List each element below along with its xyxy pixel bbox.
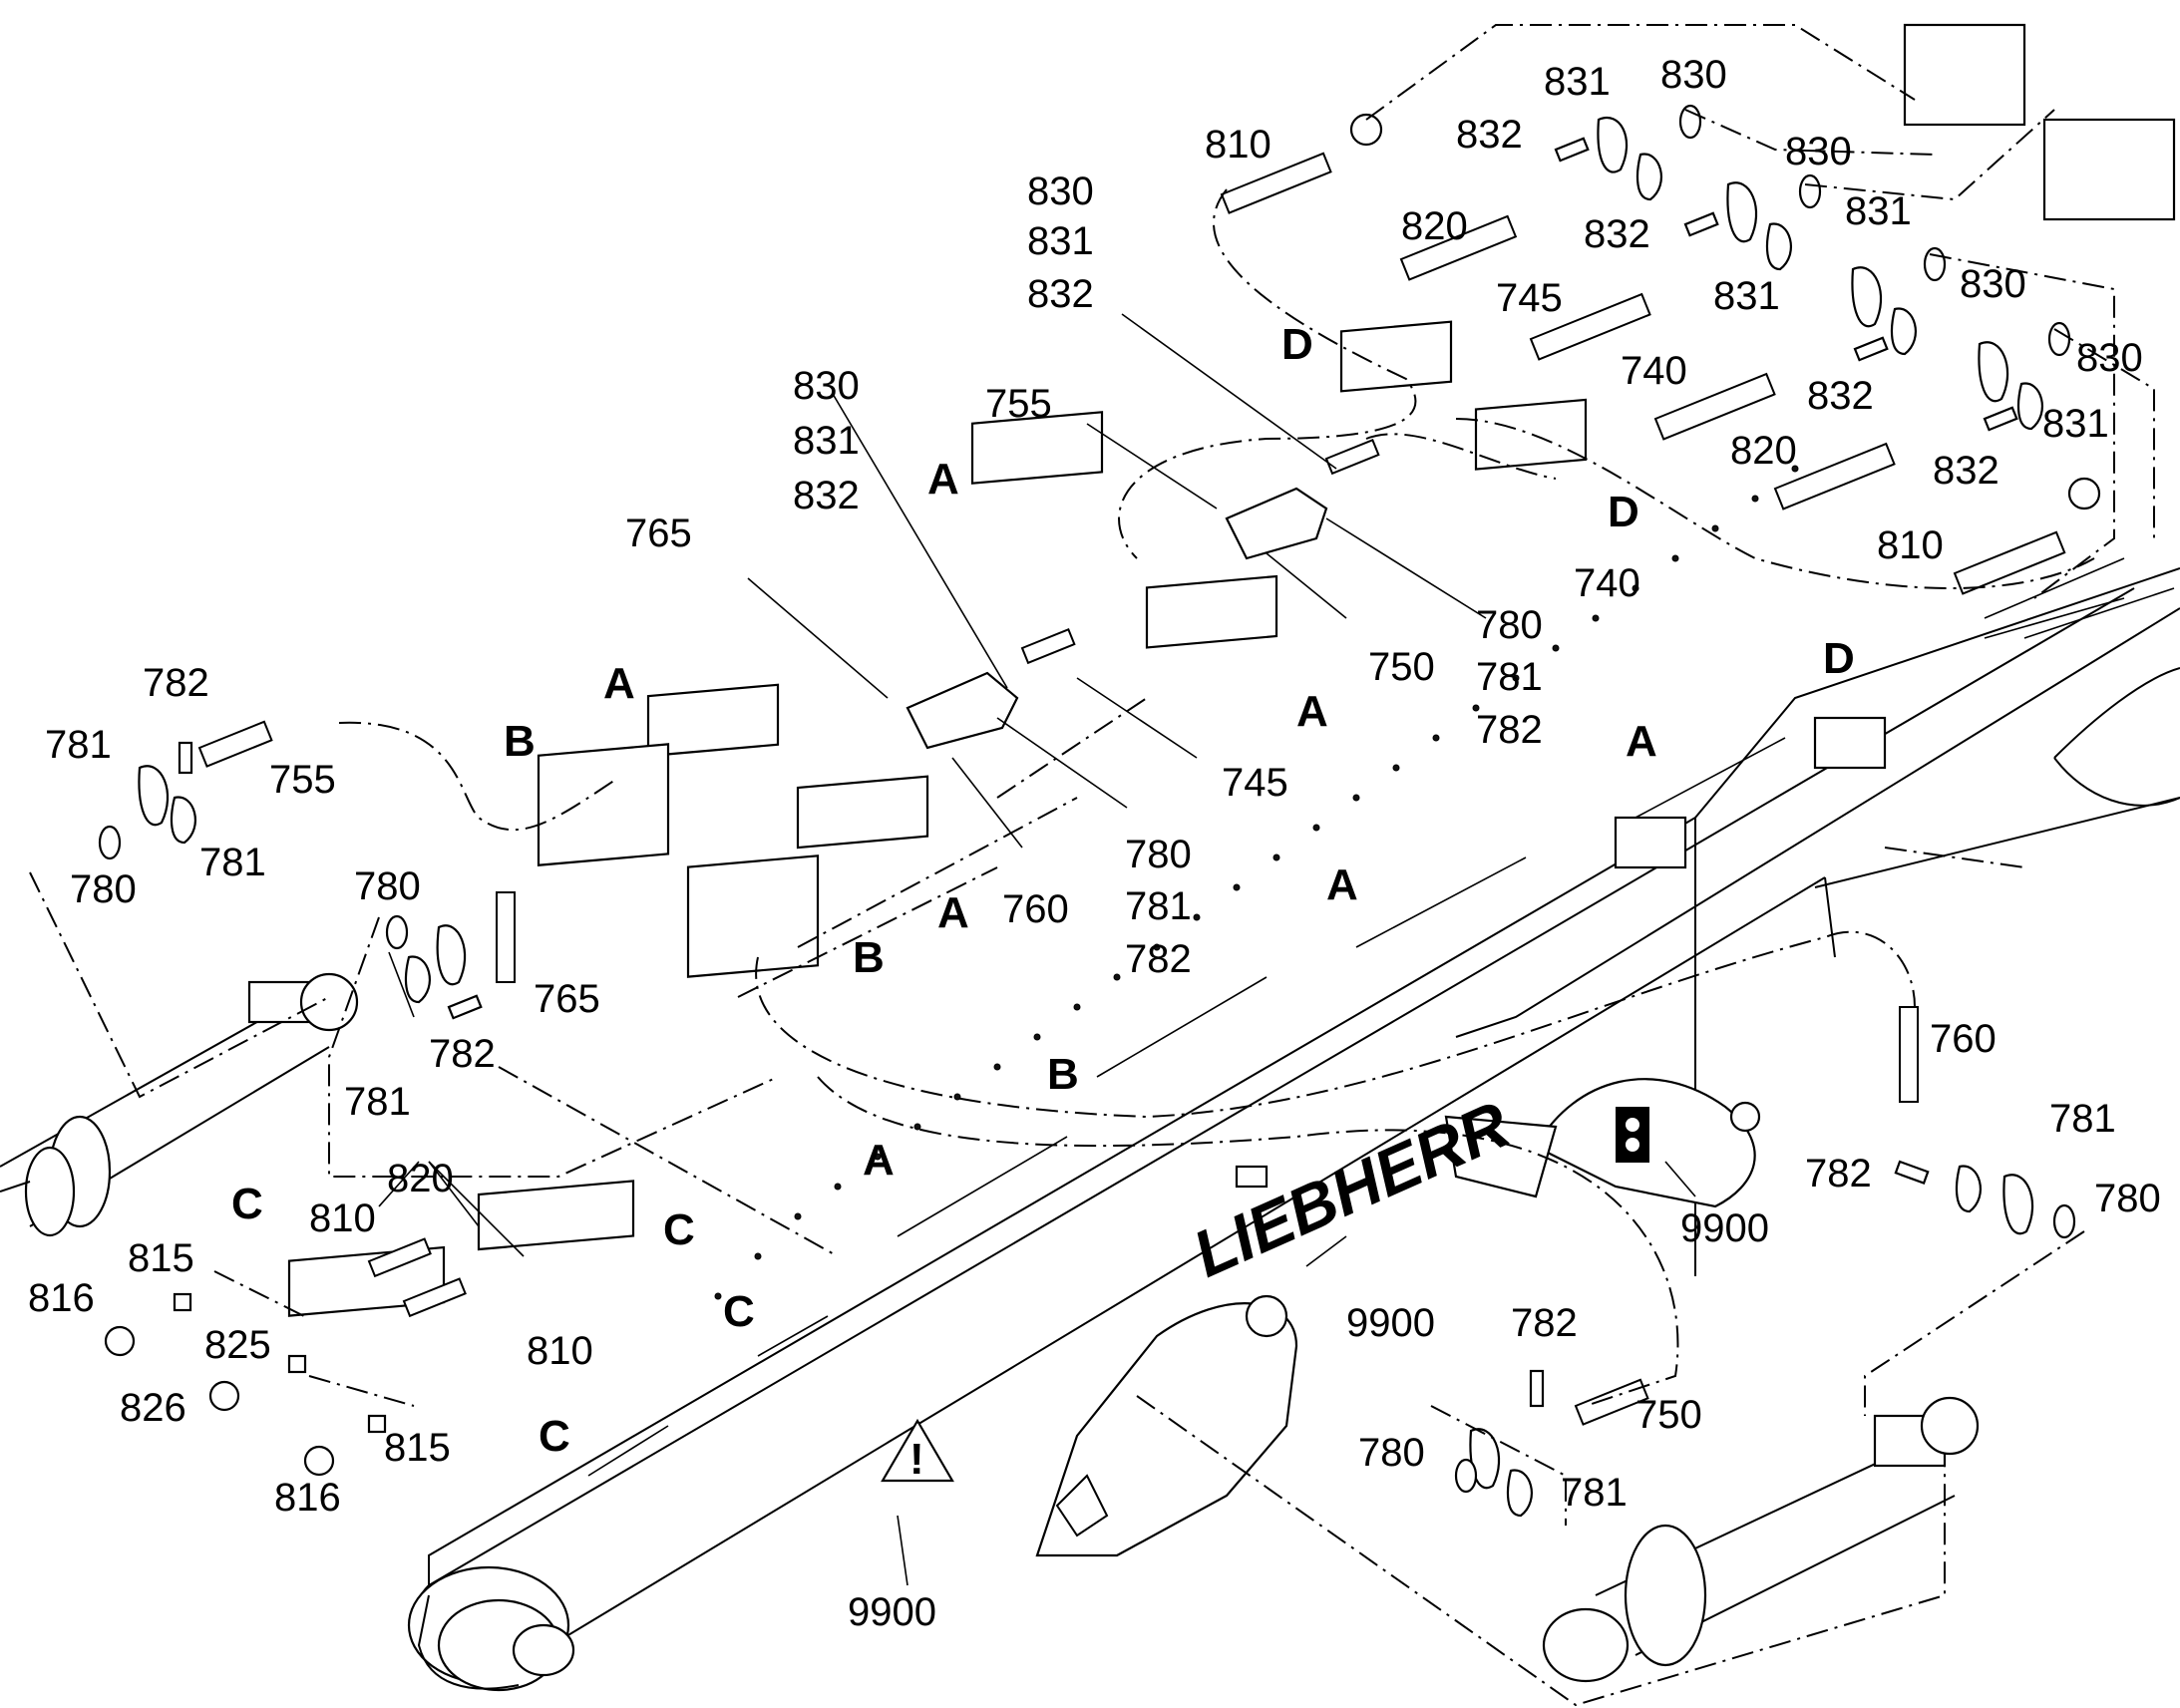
label-782: 782 xyxy=(1476,708,1543,752)
label-9900: 9900 xyxy=(1680,1206,1769,1250)
label-780: 780 xyxy=(354,864,421,908)
label-782: 782 xyxy=(429,1032,496,1076)
label-830: 830 xyxy=(1660,53,1727,97)
section-d: D xyxy=(1281,320,1313,369)
part-labels: 810 831 830 832 830 832 831 831 830 830 … xyxy=(28,53,2161,1634)
label-750: 750 xyxy=(1635,1393,1702,1437)
label-780: 780 xyxy=(2094,1177,2161,1220)
label-830: 830 xyxy=(1960,262,2026,306)
label-781: 781 xyxy=(1476,655,1543,699)
label-831: 831 xyxy=(1027,219,1094,263)
section-a: A xyxy=(603,659,635,708)
label-782: 782 xyxy=(143,661,209,705)
label-831: 831 xyxy=(1544,60,1611,104)
label-740: 740 xyxy=(1574,561,1640,605)
label-755: 755 xyxy=(985,382,1052,426)
hose-parts xyxy=(98,104,2101,1518)
section-a: A xyxy=(1296,687,1328,736)
label-745: 745 xyxy=(1222,761,1288,805)
label-750: 750 xyxy=(1368,645,1435,689)
leader-lines xyxy=(378,313,1696,1586)
label-816: 816 xyxy=(274,1476,341,1520)
label-745: 745 xyxy=(1496,276,1563,320)
label-830: 830 xyxy=(2076,336,2143,380)
label-780: 780 xyxy=(1476,603,1543,647)
assembly-paths xyxy=(29,24,2155,1707)
label-740: 740 xyxy=(1621,349,1687,393)
label-831: 831 xyxy=(1713,274,1780,318)
label-832: 832 xyxy=(1807,374,1874,418)
label-820: 820 xyxy=(1730,429,1797,473)
label-825: 825 xyxy=(204,1323,271,1367)
label-810: 810 xyxy=(309,1196,376,1240)
label-815: 815 xyxy=(384,1426,451,1470)
label-780: 780 xyxy=(70,867,137,911)
label-830: 830 xyxy=(1785,130,1852,173)
left-cylinder xyxy=(0,972,359,1237)
section-d: D xyxy=(1823,634,1855,683)
label-831: 831 xyxy=(793,419,860,463)
label-9900: 9900 xyxy=(1346,1301,1435,1345)
section-a: A xyxy=(863,1136,895,1185)
section-d: D xyxy=(1608,488,1639,536)
section-a: A xyxy=(937,888,969,937)
label-781: 781 xyxy=(199,841,266,884)
label-765: 765 xyxy=(625,512,692,555)
label-831: 831 xyxy=(2042,402,2109,446)
label-820: 820 xyxy=(387,1157,454,1200)
label-780: 780 xyxy=(1358,1431,1425,1475)
label-781: 781 xyxy=(1561,1471,1628,1515)
section-a: A xyxy=(1326,860,1358,909)
label-832: 832 xyxy=(1456,113,1523,157)
label-780: 780 xyxy=(1125,833,1192,876)
section-c: C xyxy=(723,1287,755,1336)
label-810: 810 xyxy=(1205,123,1272,167)
label-816: 816 xyxy=(28,1276,95,1320)
section-c: C xyxy=(539,1412,570,1461)
label-831: 831 xyxy=(1845,189,1912,233)
label-760: 760 xyxy=(1930,1017,1997,1061)
section-b: B xyxy=(504,717,536,766)
label-810: 810 xyxy=(1877,523,1944,567)
section-letters: A A A A A A A B B B C C C C D D D xyxy=(231,320,1855,1461)
section-b: B xyxy=(1047,1050,1079,1099)
label-760: 760 xyxy=(1002,887,1069,931)
section-a: A xyxy=(927,455,959,504)
label-826: 826 xyxy=(120,1386,186,1430)
label-782: 782 xyxy=(1125,937,1192,981)
label-755: 755 xyxy=(269,758,336,802)
label-781: 781 xyxy=(344,1080,411,1124)
label-781: 781 xyxy=(45,723,112,767)
label-820: 820 xyxy=(1401,204,1468,248)
section-c: C xyxy=(663,1205,695,1254)
section-a: A xyxy=(1626,717,1657,766)
label-765: 765 xyxy=(534,977,600,1021)
label-810: 810 xyxy=(527,1329,593,1373)
section-c: C xyxy=(231,1180,263,1228)
svg-text:!: ! xyxy=(909,1435,924,1484)
section-b: B xyxy=(853,933,885,982)
label-832: 832 xyxy=(793,474,860,517)
label-9900: 9900 xyxy=(848,1590,936,1634)
label-832: 832 xyxy=(1027,272,1094,316)
label-832: 832 xyxy=(1584,212,1650,256)
boom-structure: ! xyxy=(407,465,2180,1692)
label-781: 781 xyxy=(2049,1097,2116,1141)
brand-logo: LIEBHERR xyxy=(1183,1087,1521,1291)
label-830: 830 xyxy=(793,364,860,408)
clamp-blocks xyxy=(287,23,2176,1317)
label-832: 832 xyxy=(1933,449,1999,493)
label-781: 781 xyxy=(1125,884,1192,928)
right-cylinder xyxy=(1542,1396,1980,1683)
label-830: 830 xyxy=(1027,170,1094,213)
label-782: 782 xyxy=(1511,1301,1578,1345)
label-815: 815 xyxy=(128,1236,194,1280)
label-782: 782 xyxy=(1805,1152,1872,1196)
